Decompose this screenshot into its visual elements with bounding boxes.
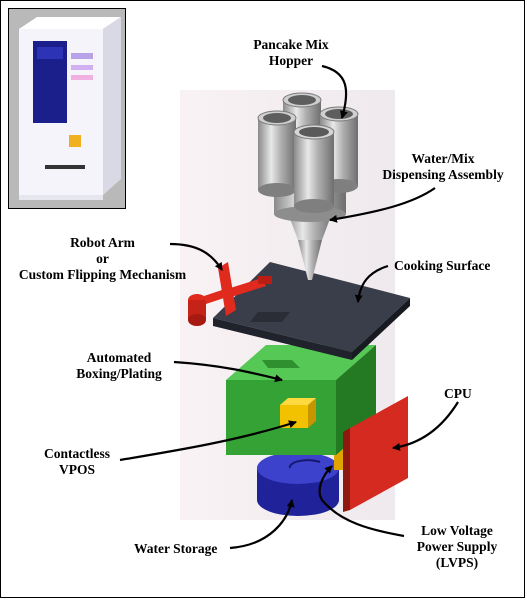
label-lvps: Low Voltage Power Supply (LVPS): [398, 523, 516, 571]
label-pancake-mix-hopper: Pancake Mix Hopper: [236, 37, 346, 69]
label-vpos-line2: VPOS: [58, 462, 95, 477]
label-hopper-line1: Pancake Mix: [253, 37, 329, 52]
robot-arm: [188, 262, 272, 326]
callout-cooking: [354, 264, 389, 303]
callout-cpu: [392, 401, 459, 451]
callout-water: [229, 499, 295, 550]
callout-lines: [119, 64, 459, 550]
water-storage-tank: [257, 452, 339, 516]
label-lvps-line3: (LVPS): [435, 555, 479, 570]
label-vpos-line1: Contactless: [44, 446, 110, 461]
label-lvps-line1: Low Voltage: [421, 523, 493, 538]
label-robot-arm-line3: Custom Flipping Mechanism: [18, 267, 187, 282]
kiosk-inset: [8, 8, 126, 209]
vpos-block: [280, 398, 316, 428]
callout-lvps: [318, 465, 405, 538]
label-robot-arm-line1: Robot Arm: [70, 235, 135, 250]
label-boxing-line2: Boxing/Plating: [76, 366, 162, 381]
label-contactless-vpos: Contactless VPOS: [32, 446, 122, 478]
label-cooking-surface: Cooking Surface: [394, 258, 491, 273]
callout-boxing: [173, 360, 283, 383]
callout-dispensing: [329, 187, 436, 223]
label-hopper-line2: Hopper: [268, 53, 314, 68]
label-boxing-plating: Automated Boxing/Plating: [60, 350, 178, 382]
label-cpu: CPU: [444, 386, 472, 401]
callout-vpos: [119, 420, 297, 462]
callout-hopper: [321, 64, 348, 119]
label-water-storage: Water Storage: [134, 541, 218, 556]
label-dispensing-line2: Dispensing Assembly: [382, 167, 504, 182]
kiosk-payment-pad: [69, 135, 81, 147]
label-dispensing-assembly: Water/Mix Dispensing Assembly: [368, 151, 518, 183]
label-robot-arm-line2: or: [96, 251, 109, 266]
cpu-board: [343, 396, 408, 512]
label-lvps-line2: Power Supply: [416, 539, 498, 554]
label-dispensing-line1: Water/Mix: [411, 151, 475, 166]
callout-robot-arm: [169, 242, 223, 271]
pancake-mix-hopper: [257, 92, 359, 280]
label-robot-arm: Robot Arm or Custom Flipping Mechanism: [10, 235, 195, 283]
kiosk-render: [9, 9, 125, 208]
label-boxing-line1: Automated: [86, 350, 152, 365]
